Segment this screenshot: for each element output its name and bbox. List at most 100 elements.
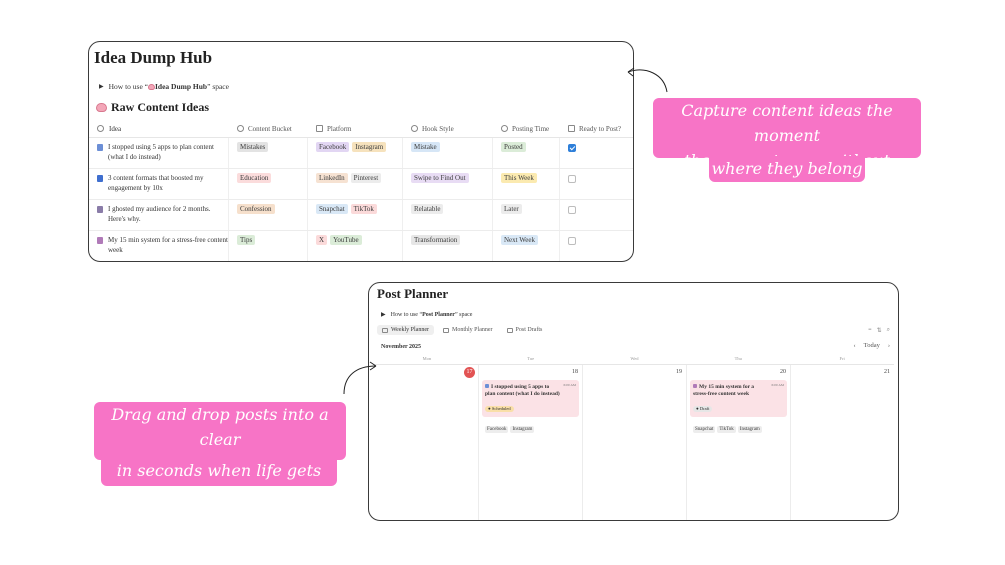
search-icon[interactable]: ⌕ xyxy=(886,327,890,333)
month-label: November 2025 xyxy=(381,344,422,350)
bucket-tag: Tips xyxy=(237,235,256,245)
ideas-table: Idea Content Bucket Platform Hook Style … xyxy=(89,120,633,261)
calendar-icon xyxy=(382,327,388,333)
today-button[interactable]: Today xyxy=(863,342,880,349)
sort-icon[interactable]: ⇅ xyxy=(876,328,882,334)
weekday-label: Mon xyxy=(422,356,432,361)
platform-tag: Snapchat xyxy=(316,204,348,214)
column-header-platform[interactable]: Platform xyxy=(308,125,403,133)
content-bucket-cell[interactable]: Confession xyxy=(229,200,308,230)
idea-cell[interactable]: My 15 min system for a stress-free conte… xyxy=(89,231,229,261)
toggle-triangle-icon: ▶ xyxy=(381,312,386,318)
ready-to-post-cell xyxy=(560,231,633,261)
platform-tag: Pinterest xyxy=(350,173,382,183)
post-event-card[interactable]: I stopped using 5 apps to plan content (… xyxy=(482,380,579,433)
filter-icon[interactable]: ≡ xyxy=(868,327,872,333)
platform-tag: LinkedIn xyxy=(316,173,348,183)
posting-time-tag: Next Week xyxy=(501,235,538,245)
posting-time-cell[interactable]: Later xyxy=(493,200,560,230)
hook-style-cell[interactable]: Transformation xyxy=(403,231,493,261)
platform-tag: TikTok xyxy=(717,426,736,433)
table-row[interactable]: My 15 min system for a stress-free conte… xyxy=(89,231,633,261)
hook-style-cell[interactable]: Swipe to Find Out xyxy=(403,169,493,199)
day-cell-wed[interactable]: 19 xyxy=(583,365,687,520)
curved-arrow-icon xyxy=(343,361,377,395)
posting-time-cell[interactable]: This Week xyxy=(493,169,560,199)
curved-arrow-icon xyxy=(627,67,668,93)
tab-post-drafts[interactable]: Post Drafts xyxy=(502,325,548,335)
day-number-today: 17 xyxy=(464,367,475,378)
hook-style-cell[interactable]: Mistake xyxy=(403,138,493,168)
ready-checkbox[interactable] xyxy=(568,175,576,183)
post-planner-card: Post Planner ▶ How to use “Post Planner”… xyxy=(368,282,899,521)
platform-tag: Facebook xyxy=(485,426,509,433)
column-header-ready-to-post[interactable]: Ready to Post? xyxy=(560,125,633,133)
weekday-label: Wed xyxy=(630,356,639,361)
column-header-hook-style[interactable]: Hook Style xyxy=(403,125,493,133)
hook-tag: Transformation xyxy=(411,235,461,245)
weekday-label: Tue xyxy=(527,356,535,361)
content-bucket-cell[interactable]: Education xyxy=(229,169,308,199)
content-bucket-cell[interactable]: Tips xyxy=(229,231,308,261)
column-header-content-bucket[interactable]: Content Bucket xyxy=(229,125,308,133)
planner-howto-toggle[interactable]: ▶ How to use “Post Planner” space xyxy=(381,311,473,319)
planner-view-tabs: Weekly Planner Monthly Planner Post Draf… xyxy=(377,325,547,335)
ready-checkbox[interactable] xyxy=(568,144,576,152)
platform-tag: X xyxy=(316,235,328,245)
event-time: 6:00 AM xyxy=(771,383,784,387)
platform-tag: TikTok xyxy=(350,204,377,214)
table-row[interactable]: 3 content formats that boosted my engage… xyxy=(89,169,633,200)
tab-weekly-planner[interactable]: Weekly Planner xyxy=(377,325,435,335)
idea-cell[interactable]: I ghosted my audience for 2 months. Here… xyxy=(89,200,229,230)
table-row[interactable]: I ghosted my audience for 2 months. Here… xyxy=(89,200,633,231)
table-header: Idea Content Bucket Platform Hook Style … xyxy=(89,120,633,138)
platform-tag: Instagram xyxy=(352,142,387,152)
day-number: 19 xyxy=(676,369,682,375)
event-title: I stopped using 5 apps to plan content (… xyxy=(485,384,560,397)
planner-title: Post Planner xyxy=(377,286,449,301)
ready-checkbox[interactable] xyxy=(568,206,576,214)
lightbulb-icon xyxy=(97,125,104,132)
idea-cell[interactable]: 3 content formats that boosted my engage… xyxy=(89,169,229,199)
day-cell-mon[interactable]: 17 xyxy=(375,365,479,520)
idea-hub-howto-toggle[interactable]: ▶ How to use “Idea Dump Hub” space xyxy=(99,82,229,91)
ready-checkbox[interactable] xyxy=(568,237,576,245)
day-number: 20 xyxy=(780,369,786,375)
table-row[interactable]: I stopped using 5 apps to plan content (… xyxy=(89,138,633,169)
howto-prefix: How to use “ xyxy=(108,82,148,91)
column-header-posting-time[interactable]: Posting Time xyxy=(493,125,560,133)
tab-monthly-planner[interactable]: Monthly Planner xyxy=(438,325,498,335)
day-cell-thu[interactable]: 20 My 15 min system for a stress-free co… xyxy=(687,365,791,520)
hook-style-cell[interactable]: Relatable xyxy=(403,200,493,230)
calendar-icon xyxy=(506,327,513,333)
day-cell-tue[interactable]: 18 I stopped using 5 apps to plan conten… xyxy=(479,365,583,520)
platform-tag: Facebook xyxy=(316,142,350,152)
row-emoji-icon xyxy=(97,237,103,244)
event-time: 6:00 AM xyxy=(563,383,576,387)
callout-line: where they belong xyxy=(711,159,863,178)
idea-cell[interactable]: I stopped using 5 apps to plan content (… xyxy=(89,138,229,168)
chevron-right-icon[interactable]: › xyxy=(887,342,890,349)
day-cell-fri[interactable]: 21 xyxy=(791,365,894,520)
posting-time-tag: Posted xyxy=(501,142,526,152)
week-grid: 17 18 I stopped using 5 apps to plan con… xyxy=(375,365,894,520)
planner-toolbar: ≡ ⇅ ⌕ xyxy=(868,327,890,334)
capture-ideas-callout: Capture content ideas the moment they co… xyxy=(653,98,921,195)
bucket-tag: Education xyxy=(237,173,272,183)
post-event-card[interactable]: My 15 min system for a stress-free conte… xyxy=(690,380,787,433)
chevron-left-icon[interactable]: ‹ xyxy=(853,342,856,349)
content-bucket-cell[interactable]: Mistakes xyxy=(229,138,308,168)
callout-line: in seconds when life gets busy xyxy=(116,461,322,505)
table-body: I stopped using 5 apps to plan content (… xyxy=(89,138,633,261)
ready-to-post-cell xyxy=(560,169,633,199)
column-header-idea[interactable]: Idea xyxy=(89,124,229,134)
posting-time-cell[interactable]: Posted xyxy=(493,138,560,168)
posting-time-cell[interactable]: Next Week xyxy=(493,231,560,261)
section-title-text: Raw Content Ideas xyxy=(111,100,210,114)
